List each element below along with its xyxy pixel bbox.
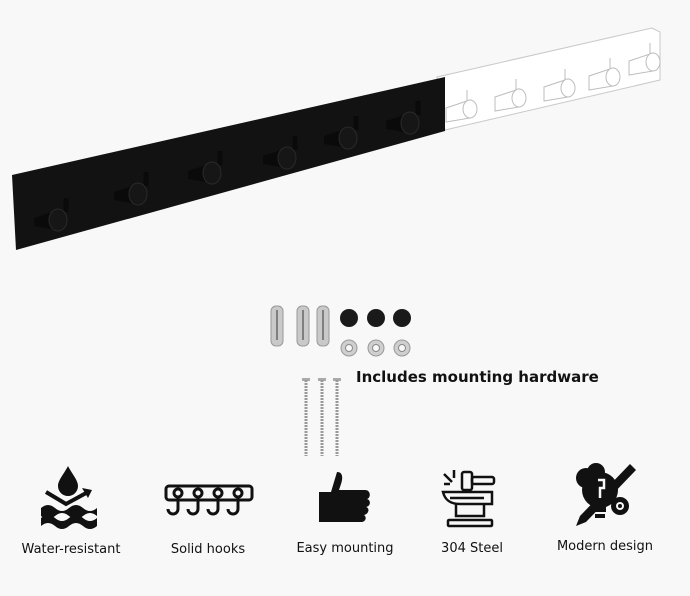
hook	[324, 116, 359, 150]
screw	[302, 378, 310, 456]
cover-cap	[393, 309, 411, 327]
water-drop-waves-icon	[36, 462, 106, 532]
hook	[445, 90, 478, 123]
hardware-caption: Includes mounting hardware	[356, 368, 599, 386]
hook	[188, 151, 223, 185]
wall-anchor	[270, 305, 284, 347]
washers	[340, 339, 411, 357]
feature-label-modern-design: Modern design	[556, 539, 654, 554]
anvil-hammer-icon	[440, 468, 500, 530]
washer	[367, 339, 385, 357]
screw	[333, 378, 341, 456]
cover-cap	[367, 309, 385, 327]
hook	[543, 69, 576, 102]
washer	[393, 339, 411, 357]
feature-label-easy-mounting: Easy mounting	[296, 541, 394, 556]
screw	[318, 378, 326, 456]
hook	[263, 136, 298, 170]
hook	[386, 101, 421, 135]
hook	[588, 58, 621, 91]
hook-rail-icon	[163, 480, 255, 520]
thumbs-up-icon	[315, 470, 373, 526]
lightbulb-pencil-gear-icon	[568, 460, 640, 530]
cover-cap	[340, 309, 358, 327]
hook	[494, 79, 527, 112]
feature-label-304-steel: 304 Steel	[441, 541, 503, 556]
feature-label-water-resistant: Water-resistant	[21, 542, 121, 557]
screws	[302, 378, 341, 456]
wall-anchor	[296, 305, 310, 347]
rail-plate	[12, 77, 445, 250]
wall-anchor	[316, 305, 330, 347]
wall-anchors	[270, 305, 330, 347]
hook	[628, 43, 661, 76]
product-image	[12, 27, 661, 250]
hook	[34, 198, 69, 232]
feature-label-solid-hooks: Solid hooks	[170, 542, 246, 557]
washer	[340, 339, 358, 357]
mounting-hardware-image	[270, 305, 411, 456]
black-hooks	[34, 101, 421, 232]
outline-hooks	[445, 43, 661, 123]
cover-caps	[340, 309, 411, 327]
hook	[114, 172, 149, 206]
